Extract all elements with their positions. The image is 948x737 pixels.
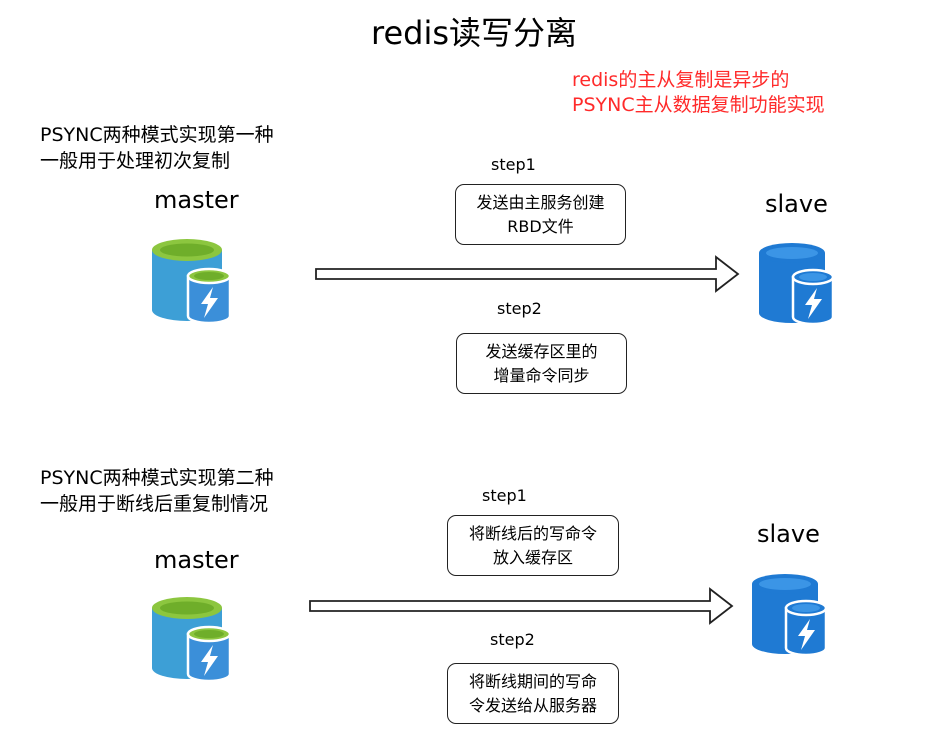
diagram-title: redis读写分离 bbox=[370, 14, 578, 52]
azure-redis-cache-icon bbox=[152, 239, 232, 325]
mode-line-2: 一般用于处理初次复制 bbox=[40, 150, 231, 172]
red-note: redis的主从复制是异步的 PSYNC主从数据复制功能实现 bbox=[572, 68, 825, 118]
master-label: master bbox=[154, 546, 239, 574]
step1-box: 将断线后的写命令 放入缓存区 bbox=[447, 515, 619, 576]
master-label: master bbox=[154, 186, 239, 214]
step2-box: 将断线期间的写命 令发送给从服务器 bbox=[447, 663, 619, 724]
step1-text-line-1: 将断线后的写命令 bbox=[468, 523, 597, 543]
mode-line-2: 一般用于断线后重复制情况 bbox=[40, 493, 269, 515]
step2-text-line-1: 将断线期间的写命 bbox=[468, 671, 597, 691]
redis-database-icon bbox=[759, 243, 835, 326]
mode-description-1: PSYNC两种模式实现第一种 一般用于处理初次复制 bbox=[40, 122, 274, 174]
replication-arrow bbox=[309, 587, 734, 625]
replication-arrow bbox=[315, 255, 740, 293]
step1-label: step1 bbox=[491, 155, 536, 174]
step1-label: step1 bbox=[482, 486, 527, 505]
slave-label: slave bbox=[757, 520, 820, 548]
step2-box: 发送缓存区里的 增量命令同步 bbox=[456, 333, 627, 394]
mode-line-1: PSYNC两种模式实现第二种 bbox=[40, 467, 274, 489]
note-line-2: PSYNC主从数据复制功能实现 bbox=[572, 94, 825, 116]
redis-database-icon bbox=[752, 574, 828, 657]
step1-text-line-2: RBD文件 bbox=[507, 216, 574, 236]
step1-text-line-2: 放入缓存区 bbox=[492, 547, 573, 567]
step1-box: 发送由主服务创建 RBD文件 bbox=[455, 184, 626, 245]
azure-redis-cache-icon bbox=[152, 597, 232, 683]
step2-text-line-1: 发送缓存区里的 bbox=[485, 341, 598, 361]
step2-label: step2 bbox=[490, 630, 535, 649]
step2-text-line-2: 令发送给从服务器 bbox=[468, 695, 597, 715]
note-line-1: redis的主从复制是异步的 bbox=[572, 69, 790, 91]
step2-text-line-2: 增量命令同步 bbox=[493, 365, 590, 385]
step1-text-line-1: 发送由主服务创建 bbox=[476, 192, 605, 212]
slave-label: slave bbox=[765, 190, 828, 218]
mode-description-2: PSYNC两种模式实现第二种 一般用于断线后重复制情况 bbox=[40, 465, 274, 517]
mode-line-1: PSYNC两种模式实现第一种 bbox=[40, 124, 274, 146]
step2-label: step2 bbox=[497, 299, 542, 318]
